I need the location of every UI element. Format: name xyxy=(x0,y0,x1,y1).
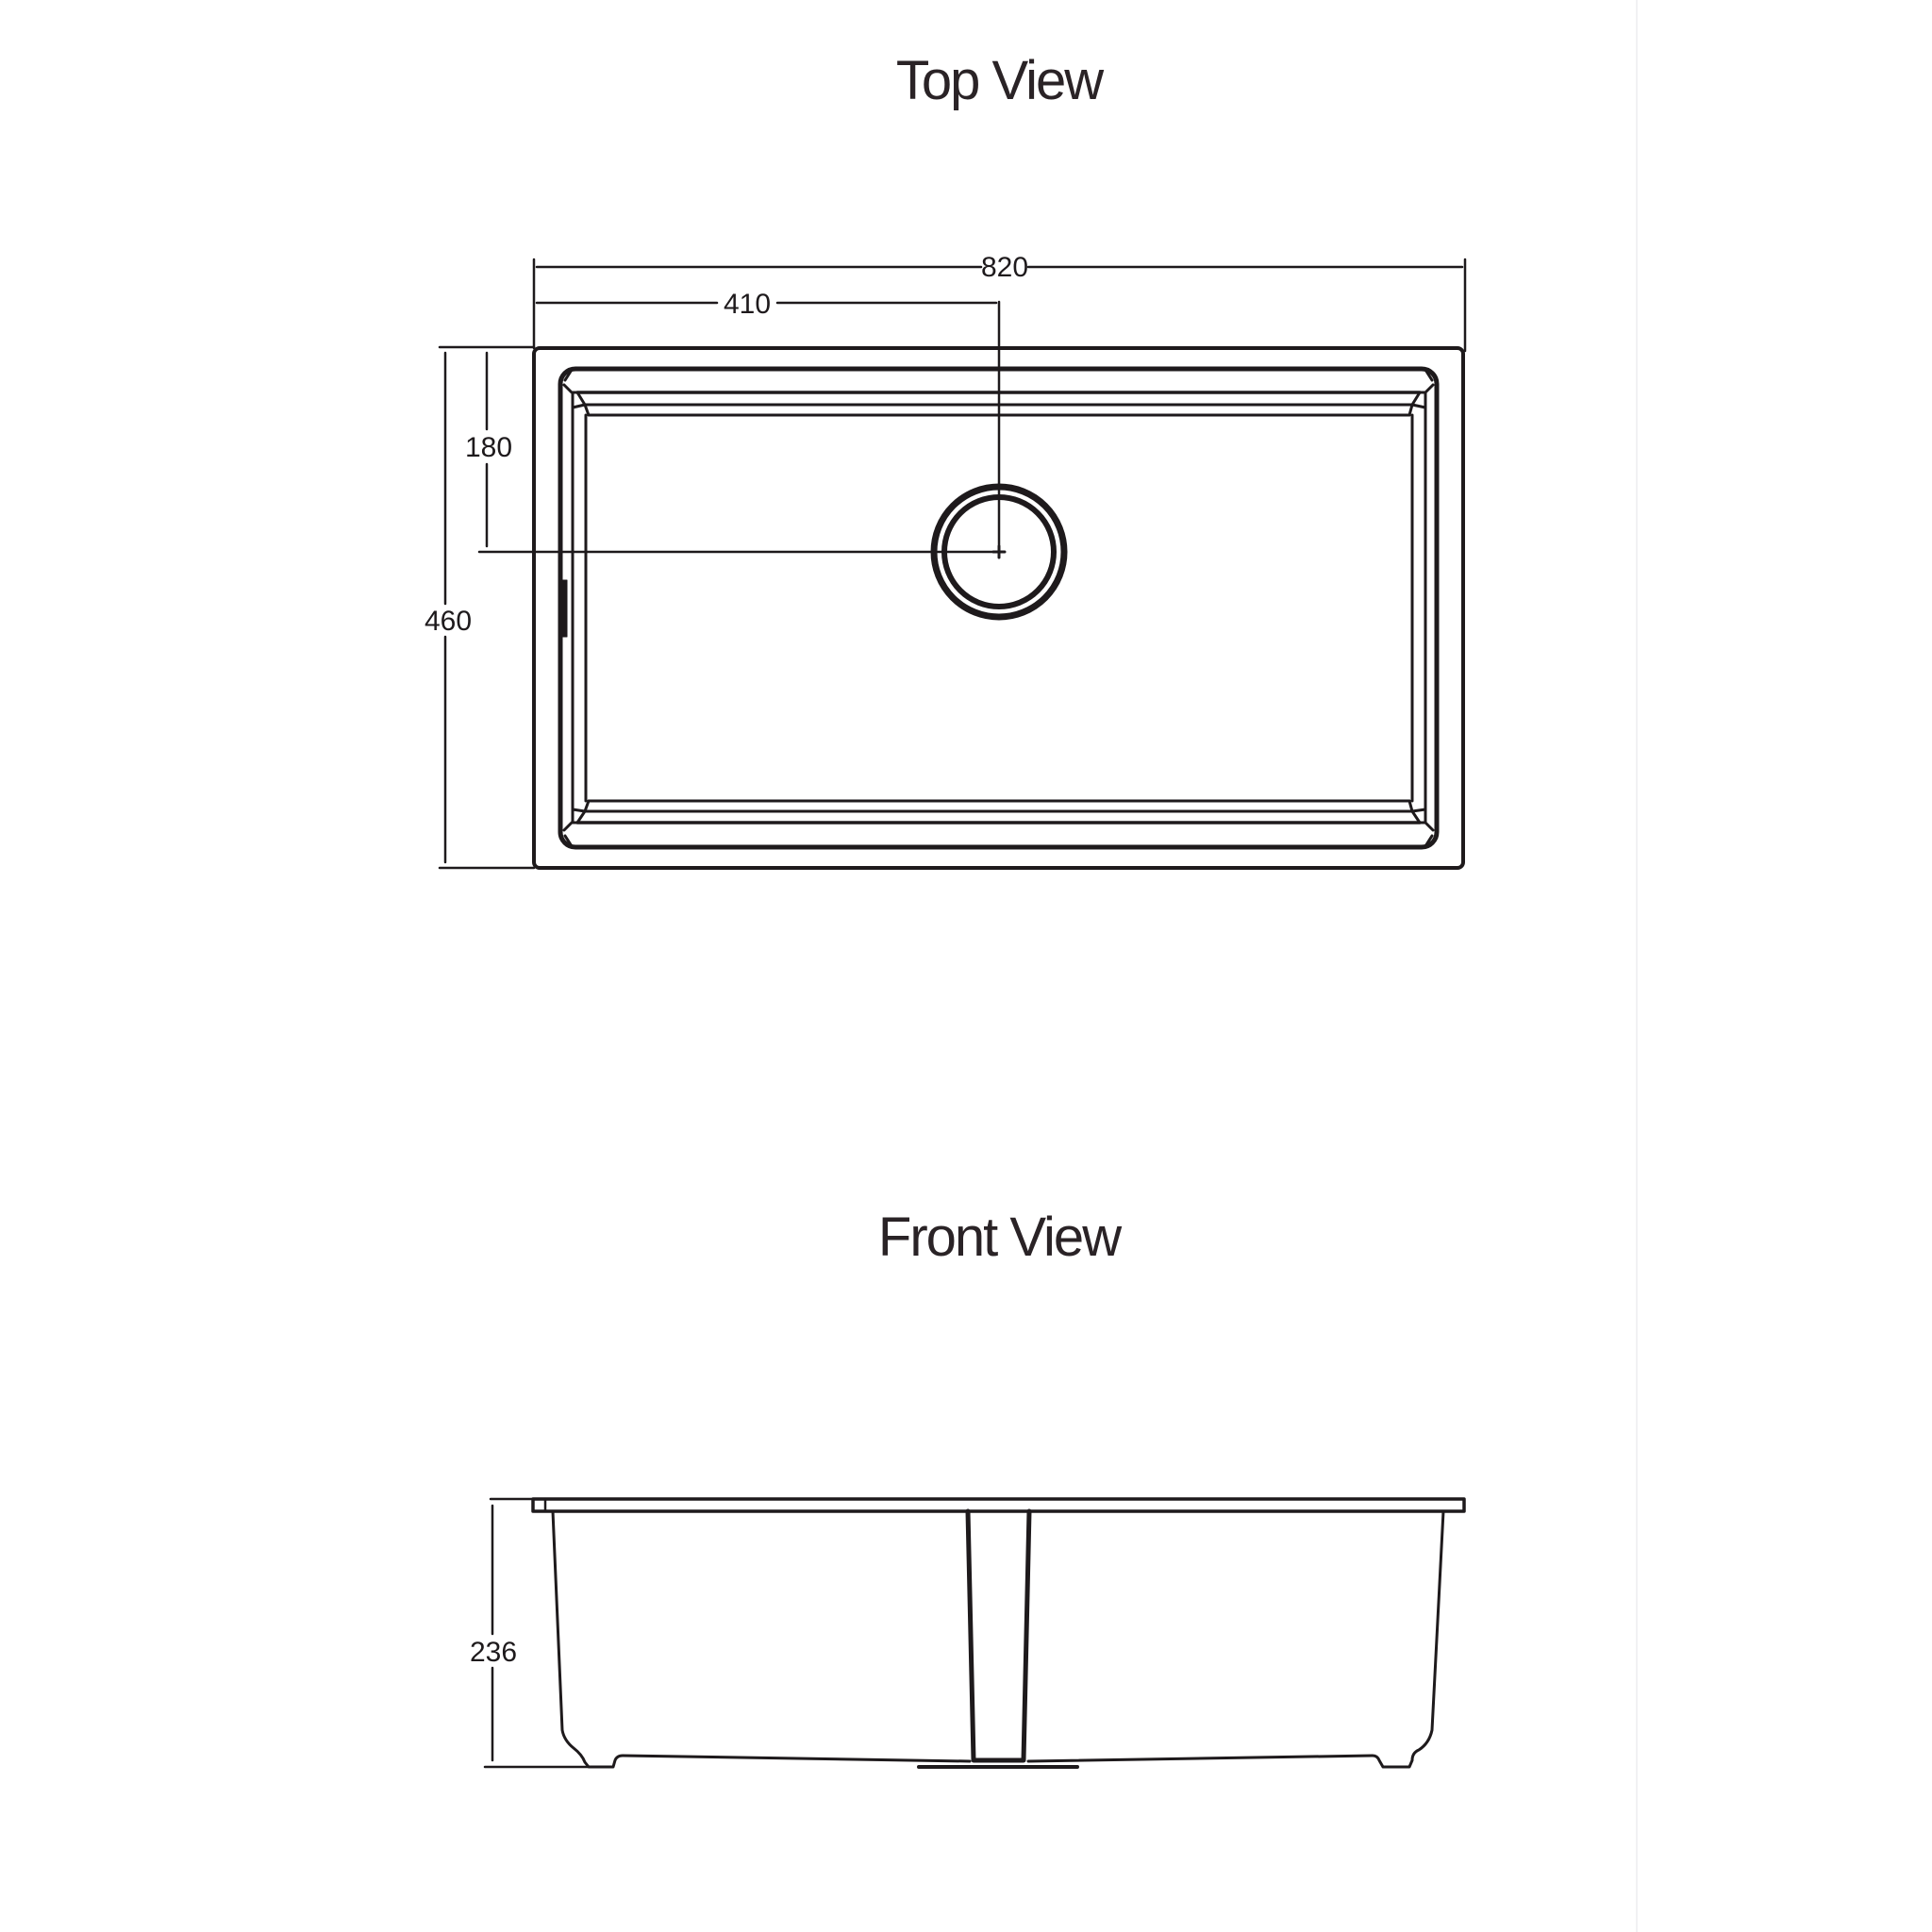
bowl-divider xyxy=(965,1508,1032,1763)
dim-236-label: 236 xyxy=(470,1637,517,1668)
dim-820-label: 820 xyxy=(981,252,1028,283)
dim-460-label: 460 xyxy=(425,606,472,637)
panel-edge-divider xyxy=(1636,0,1638,1932)
bowl-left-wall xyxy=(551,1509,972,1769)
front-view-title: Front View xyxy=(877,1207,1122,1268)
dim-410-label: 410 xyxy=(724,289,771,320)
bowl-right-wall xyxy=(1026,1509,1445,1769)
top-view-dimensions xyxy=(438,258,1467,870)
sink-flange xyxy=(531,1497,1466,1513)
front-view-dimensions xyxy=(483,1497,591,1769)
top-view-title: Top View xyxy=(895,50,1104,111)
front-view-drawing xyxy=(531,1497,1466,1769)
top-view-drawing xyxy=(532,346,1465,870)
overflow-slot xyxy=(560,579,568,638)
dim-180-label: 180 xyxy=(465,432,512,463)
